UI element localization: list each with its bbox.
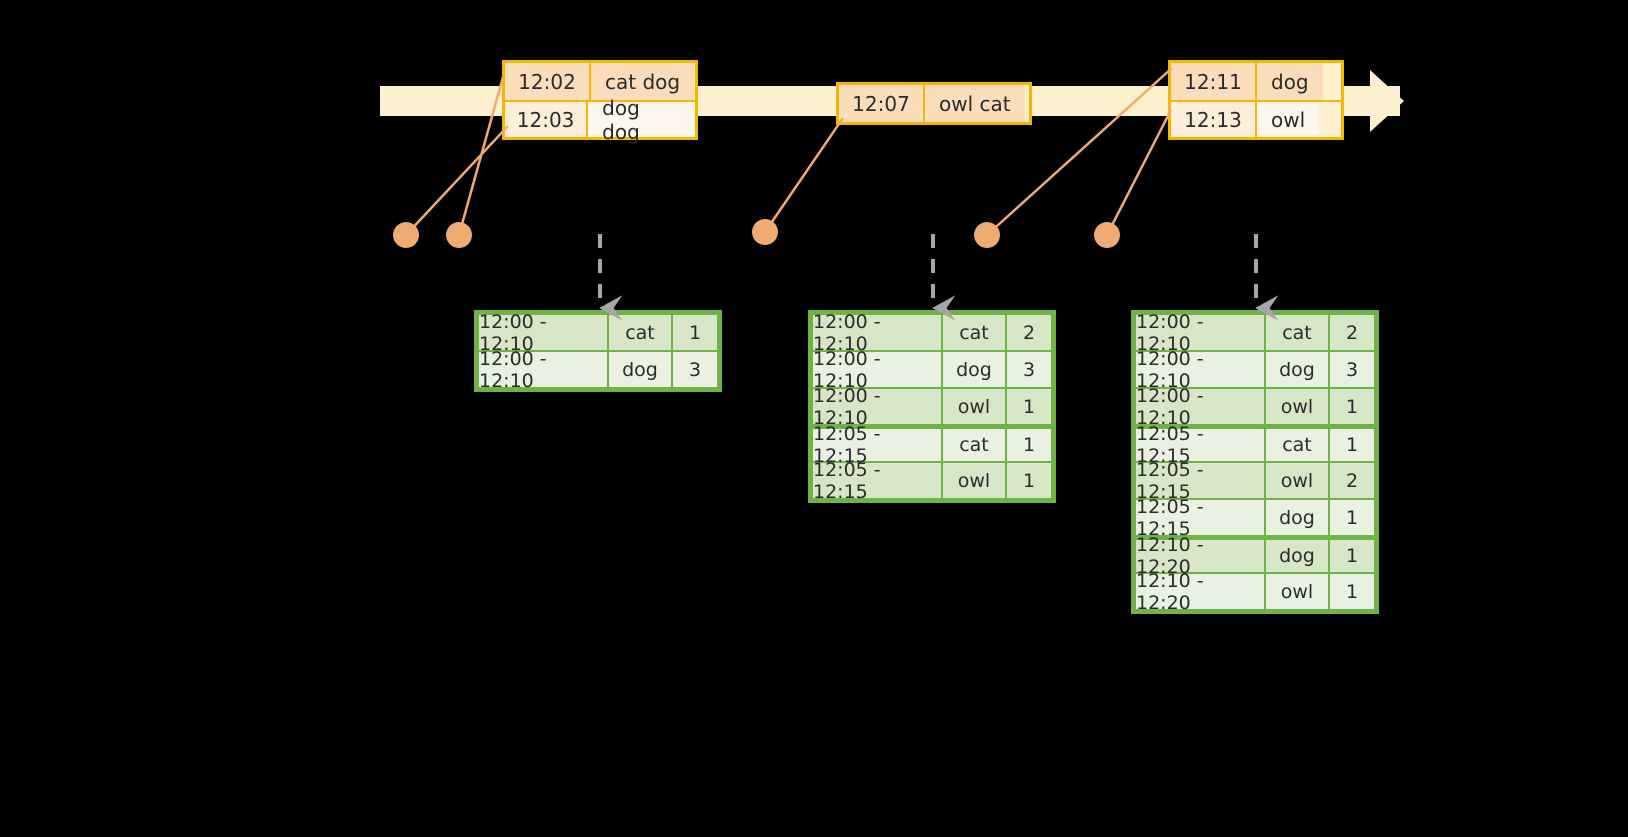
cell-word: dog [1266, 500, 1328, 535]
cell-count: 2 [1330, 315, 1374, 350]
event-source-dots [393, 219, 1120, 248]
event-row: 12:02 cat dog [505, 63, 695, 100]
event-time: 12:03 [505, 102, 589, 137]
event-box-3[interactable]: 12:11 dog 12:13 owl [1168, 60, 1344, 140]
cell-window: 12:00 - 12:10 [1136, 385, 1264, 429]
event-row: 12:13 owl [1171, 100, 1341, 137]
cell-word: cat [943, 315, 1005, 350]
cell-window: 12:00 - 12:10 [1136, 348, 1264, 392]
cell-count: 1 [673, 315, 717, 350]
cell-word: dog [1266, 540, 1328, 572]
event-row: 12:07 owl cat [839, 85, 1029, 122]
event-time: 12:13 [1171, 102, 1257, 137]
connector-5-line [1105, 109, 1173, 236]
event-time: 12:07 [839, 85, 925, 122]
event-row: 12:11 dog [1171, 63, 1341, 100]
event-words: dog dog [588, 96, 695, 144]
cell-word: owl [1266, 574, 1328, 609]
cell-count: 3 [1007, 352, 1051, 387]
cell-word: owl [1266, 463, 1328, 498]
cell-count: 3 [1330, 352, 1374, 387]
cell-word: owl [943, 463, 1005, 498]
connector-1-line [405, 125, 509, 236]
cell-window: 12:10 - 12:20 [1136, 534, 1264, 578]
event-words: cat dog [591, 63, 695, 100]
connector-4-dot [974, 222, 1000, 248]
connector-5-dot [1094, 222, 1120, 248]
cell-word: cat [1266, 429, 1328, 461]
cell-window: 12:05 - 12:15 [813, 423, 941, 467]
cell-count: 2 [1007, 315, 1051, 350]
connector-1-dot [393, 222, 419, 248]
cell-word: cat [609, 315, 671, 350]
cell-count: 1 [1330, 574, 1374, 609]
cell-count: 1 [1007, 389, 1051, 424]
event-words: owl cat [925, 85, 1025, 122]
connector-3-line [763, 117, 845, 233]
cell-window: 12:00 - 12:10 [479, 348, 607, 392]
cell-window: 12:05 - 12:15 [1136, 459, 1264, 503]
cell-word: owl [1266, 389, 1328, 424]
event-box-1[interactable]: 12:02 cat dog 12:03 dog dog [502, 60, 698, 144]
event-time: 12:11 [1171, 63, 1257, 100]
cell-count: 1 [1330, 429, 1374, 461]
cell-word: cat [943, 429, 1005, 461]
cell-window: 12:00 - 12:10 [813, 348, 941, 392]
cell-count: 2 [1330, 463, 1374, 498]
cell-window: 12:00 - 12:10 [1136, 311, 1264, 355]
cell-word: dog [609, 352, 671, 387]
connector-2-dot [446, 222, 472, 248]
cell-count: 3 [673, 352, 717, 387]
cell-count: 1 [1007, 429, 1051, 461]
emit-arrows [598, 234, 1279, 321]
cell-window: 12:05 - 12:15 [1136, 496, 1264, 540]
cell-window: 12:05 - 12:15 [813, 459, 941, 503]
cell-count: 1 [1330, 389, 1374, 424]
cell-window: 12:05 - 12:15 [1136, 423, 1264, 467]
cell-count: 1 [1330, 500, 1374, 535]
cell-count: 1 [1007, 463, 1051, 498]
cell-count: 1 [1330, 540, 1374, 572]
event-time: 12:02 [505, 63, 591, 100]
event-words: owl [1257, 102, 1320, 137]
cell-word: dog [1266, 352, 1328, 387]
event-box-2[interactable]: 12:07 owl cat [836, 82, 1032, 125]
cell-window: 12:00 - 12:10 [813, 385, 941, 429]
cell-word: owl [943, 389, 1005, 424]
event-row: 12:03 dog dog [505, 96, 695, 144]
cell-window: 12:00 - 12:10 [813, 311, 941, 355]
connector-3-dot [752, 219, 778, 245]
cell-word: dog [943, 352, 1005, 387]
event-words: dog [1257, 63, 1323, 100]
timeline-arrowhead-icon [1370, 70, 1404, 132]
cell-word: cat [1266, 315, 1328, 350]
cell-window: 12:00 - 12:10 [479, 311, 607, 355]
cell-window: 12:10 - 12:20 [1136, 570, 1264, 614]
